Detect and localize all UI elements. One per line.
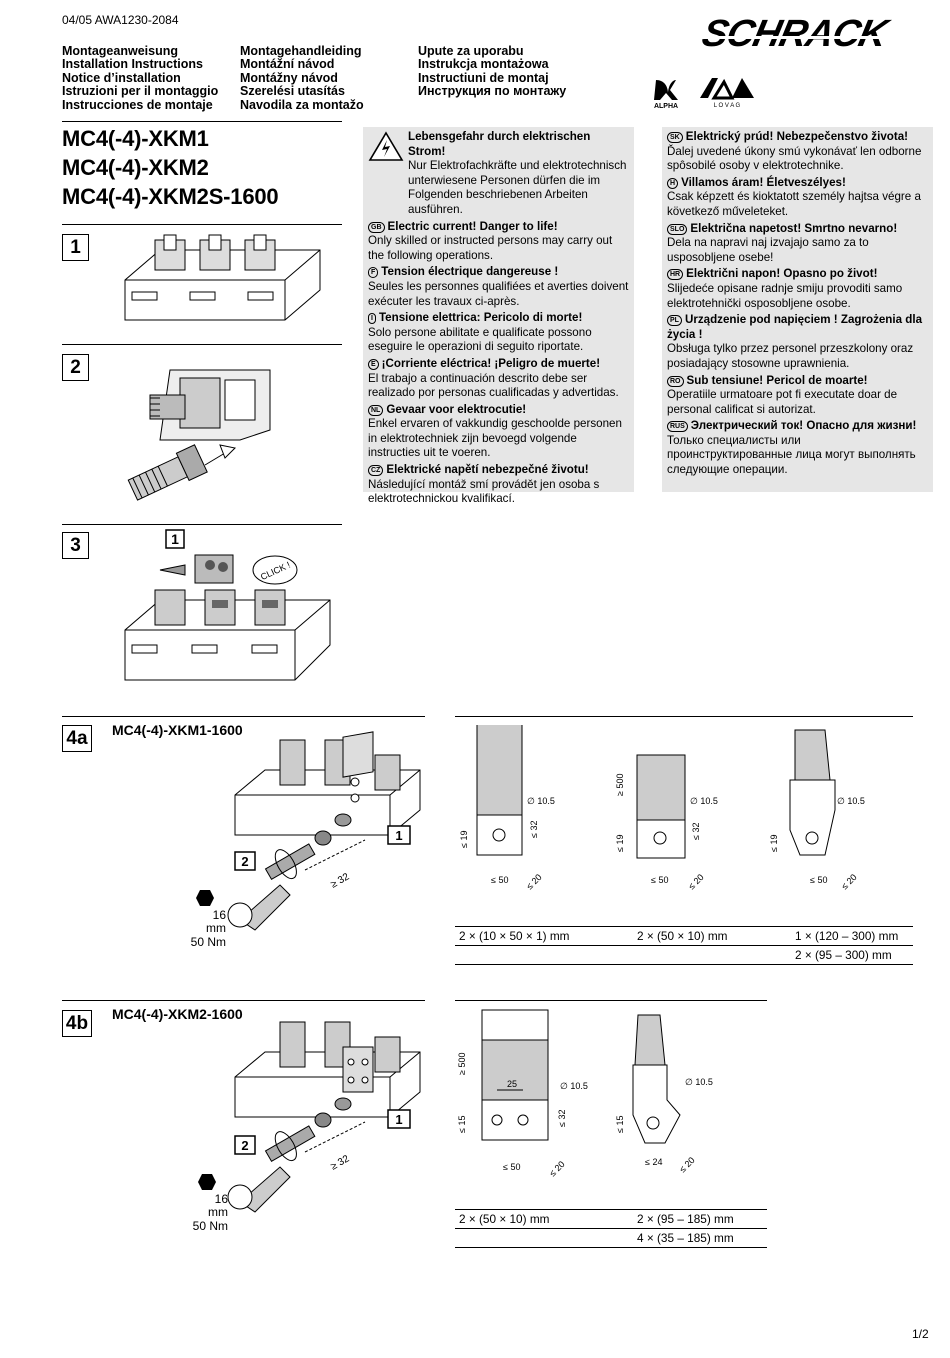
hex-nut-icon [198,1174,216,1195]
svg-text:L O V A G: L O V A G [714,103,741,109]
step-3-illustration: 1 CLICK ! [120,525,340,690]
svg-text:≤ 50: ≤ 50 [810,875,827,885]
svg-text:≤ 15: ≤ 15 [615,1116,625,1133]
svg-text:≤ 24: ≤ 24 [645,1157,662,1167]
table-4b: 2 × (50 × 10) mm 2 × (95 – 185) mm 4 × (… [455,1209,767,1248]
table-4b-row: 2 × (50 × 10) mm 2 × (95 – 185) mm [455,1209,767,1229]
svg-text:ALPHA: ALPHA [654,103,678,110]
doc-code: 04/05 AWA1230-2084 [62,13,179,27]
step-1-illustration [120,230,335,330]
step-1-box: 1 [62,234,89,261]
svg-text:≤ 20: ≤ 20 [686,872,705,891]
svg-text:∅ 10.5: ∅ 10.5 [527,796,555,806]
svg-text:∅ 10.5: ∅ 10.5 [560,1081,588,1091]
svg-text:≤ 19: ≤ 19 [769,835,779,852]
svg-text:≤ 32: ≤ 32 [529,821,539,838]
svg-text:1: 1 [395,1112,402,1127]
step-4a-box: 4a [62,725,92,752]
warning-box-left: Lebensgefahr durch elektrischen Strom!Nu… [363,127,634,505]
svg-text:≤ 50: ≤ 50 [491,875,508,885]
svg-text:≤ 20: ≤ 20 [677,1155,696,1174]
svg-text:≤ 20: ≤ 20 [547,1159,566,1178]
svg-text:2: 2 [241,854,248,869]
svg-text:≤ 19: ≤ 19 [459,831,469,848]
dimension-drawings-4a: ∅ 10.5 ≤ 32 ≤ 19 ≤ 50 ≤ 20 ≥ 500 ∅ 10.5 … [455,720,915,925]
svg-text:2: 2 [241,1138,248,1153]
schrack-logo: SCHRACK [650,12,935,55]
product-titles: MC4(-4)-XKM1 MC4(-4)-XKM2 MC4(-4)-XKM2S-… [62,124,279,211]
svg-text:≥ 32: ≥ 32 [329,1153,352,1172]
svg-text:≤ 20: ≤ 20 [839,872,858,891]
step-2-box: 2 [62,354,89,381]
table-4b-row: 4 × (35 – 185) mm [455,1228,767,1248]
title-xkm2: MC4(-4)-XKM2 [62,155,209,180]
dimension-drawings-4b: 25 ∅ 10.5 ≥ 500 ≤ 15 ≤ 32 ≤ 50 ≤ 20 ∅ 10… [455,1005,767,1205]
step-4b-illustration: 1 2 ≥ 32 [185,1012,425,1222]
svg-text:25: 25 [507,1079,517,1089]
warning-e: E¡Corriente eléctrica! ¡Peligro de muert… [368,356,619,400]
svg-text:≤ 32: ≤ 32 [557,1110,567,1127]
svg-text:≤ 15: ≤ 15 [457,1116,467,1133]
page-number: 1/2 [912,1327,929,1341]
step-3-box: 3 [62,532,89,559]
svg-text:1: 1 [171,531,179,547]
svg-text:≤ 50: ≤ 50 [503,1162,520,1172]
alpha-logo: ALPHA [652,76,686,110]
svg-text:≤ 32: ≤ 32 [691,823,701,840]
svg-text:∅ 10.5: ∅ 10.5 [685,1077,713,1087]
step-4b-box: 4b [62,1010,92,1037]
brand-text: SCHRACK [698,12,894,54]
table-4a: 2 × (10 × 50 × 1) mm 2 × (50 × 10) mm 1 … [455,926,913,965]
svg-text:1: 1 [395,828,402,843]
table-4a-row: 2 × (95 – 300) mm [455,945,913,965]
svg-text:≤ 20: ≤ 20 [524,872,543,891]
svg-text:≥ 500: ≥ 500 [615,774,625,796]
svg-text:∅ 10.5: ∅ 10.5 [837,796,865,806]
model-4b: MC4(-4)-XKM2-1600 [112,1006,243,1022]
svg-text:≤ 50: ≤ 50 [651,875,668,885]
step-4a-illustration: 1 2 ≥ 32 [185,730,425,940]
svg-text:∅ 10.5: ∅ 10.5 [690,796,718,806]
svg-text:≥ 500: ≥ 500 [457,1053,467,1075]
hex-nut-icon [196,890,214,911]
step-2-illustration [120,350,280,510]
table-4a-row: 2 × (10 × 50 × 1) mm 2 × (50 × 10) mm 1 … [455,926,913,946]
title-xkm1: MC4(-4)-XKM1 [62,126,209,151]
svg-text:≥ 32: ≥ 32 [329,871,352,890]
warning-lightning-icon [368,130,408,218]
warning-de: Lebensgefahr durch elektrischen Strom!Nu… [368,130,629,218]
svg-text:≤ 19: ≤ 19 [615,835,625,852]
title-xkm2s: MC4(-4)-XKM2S-1600 [62,184,279,209]
lovag-logo: L O V A G [698,76,756,110]
model-4a: MC4(-4)-XKM1-1600 [112,722,243,738]
